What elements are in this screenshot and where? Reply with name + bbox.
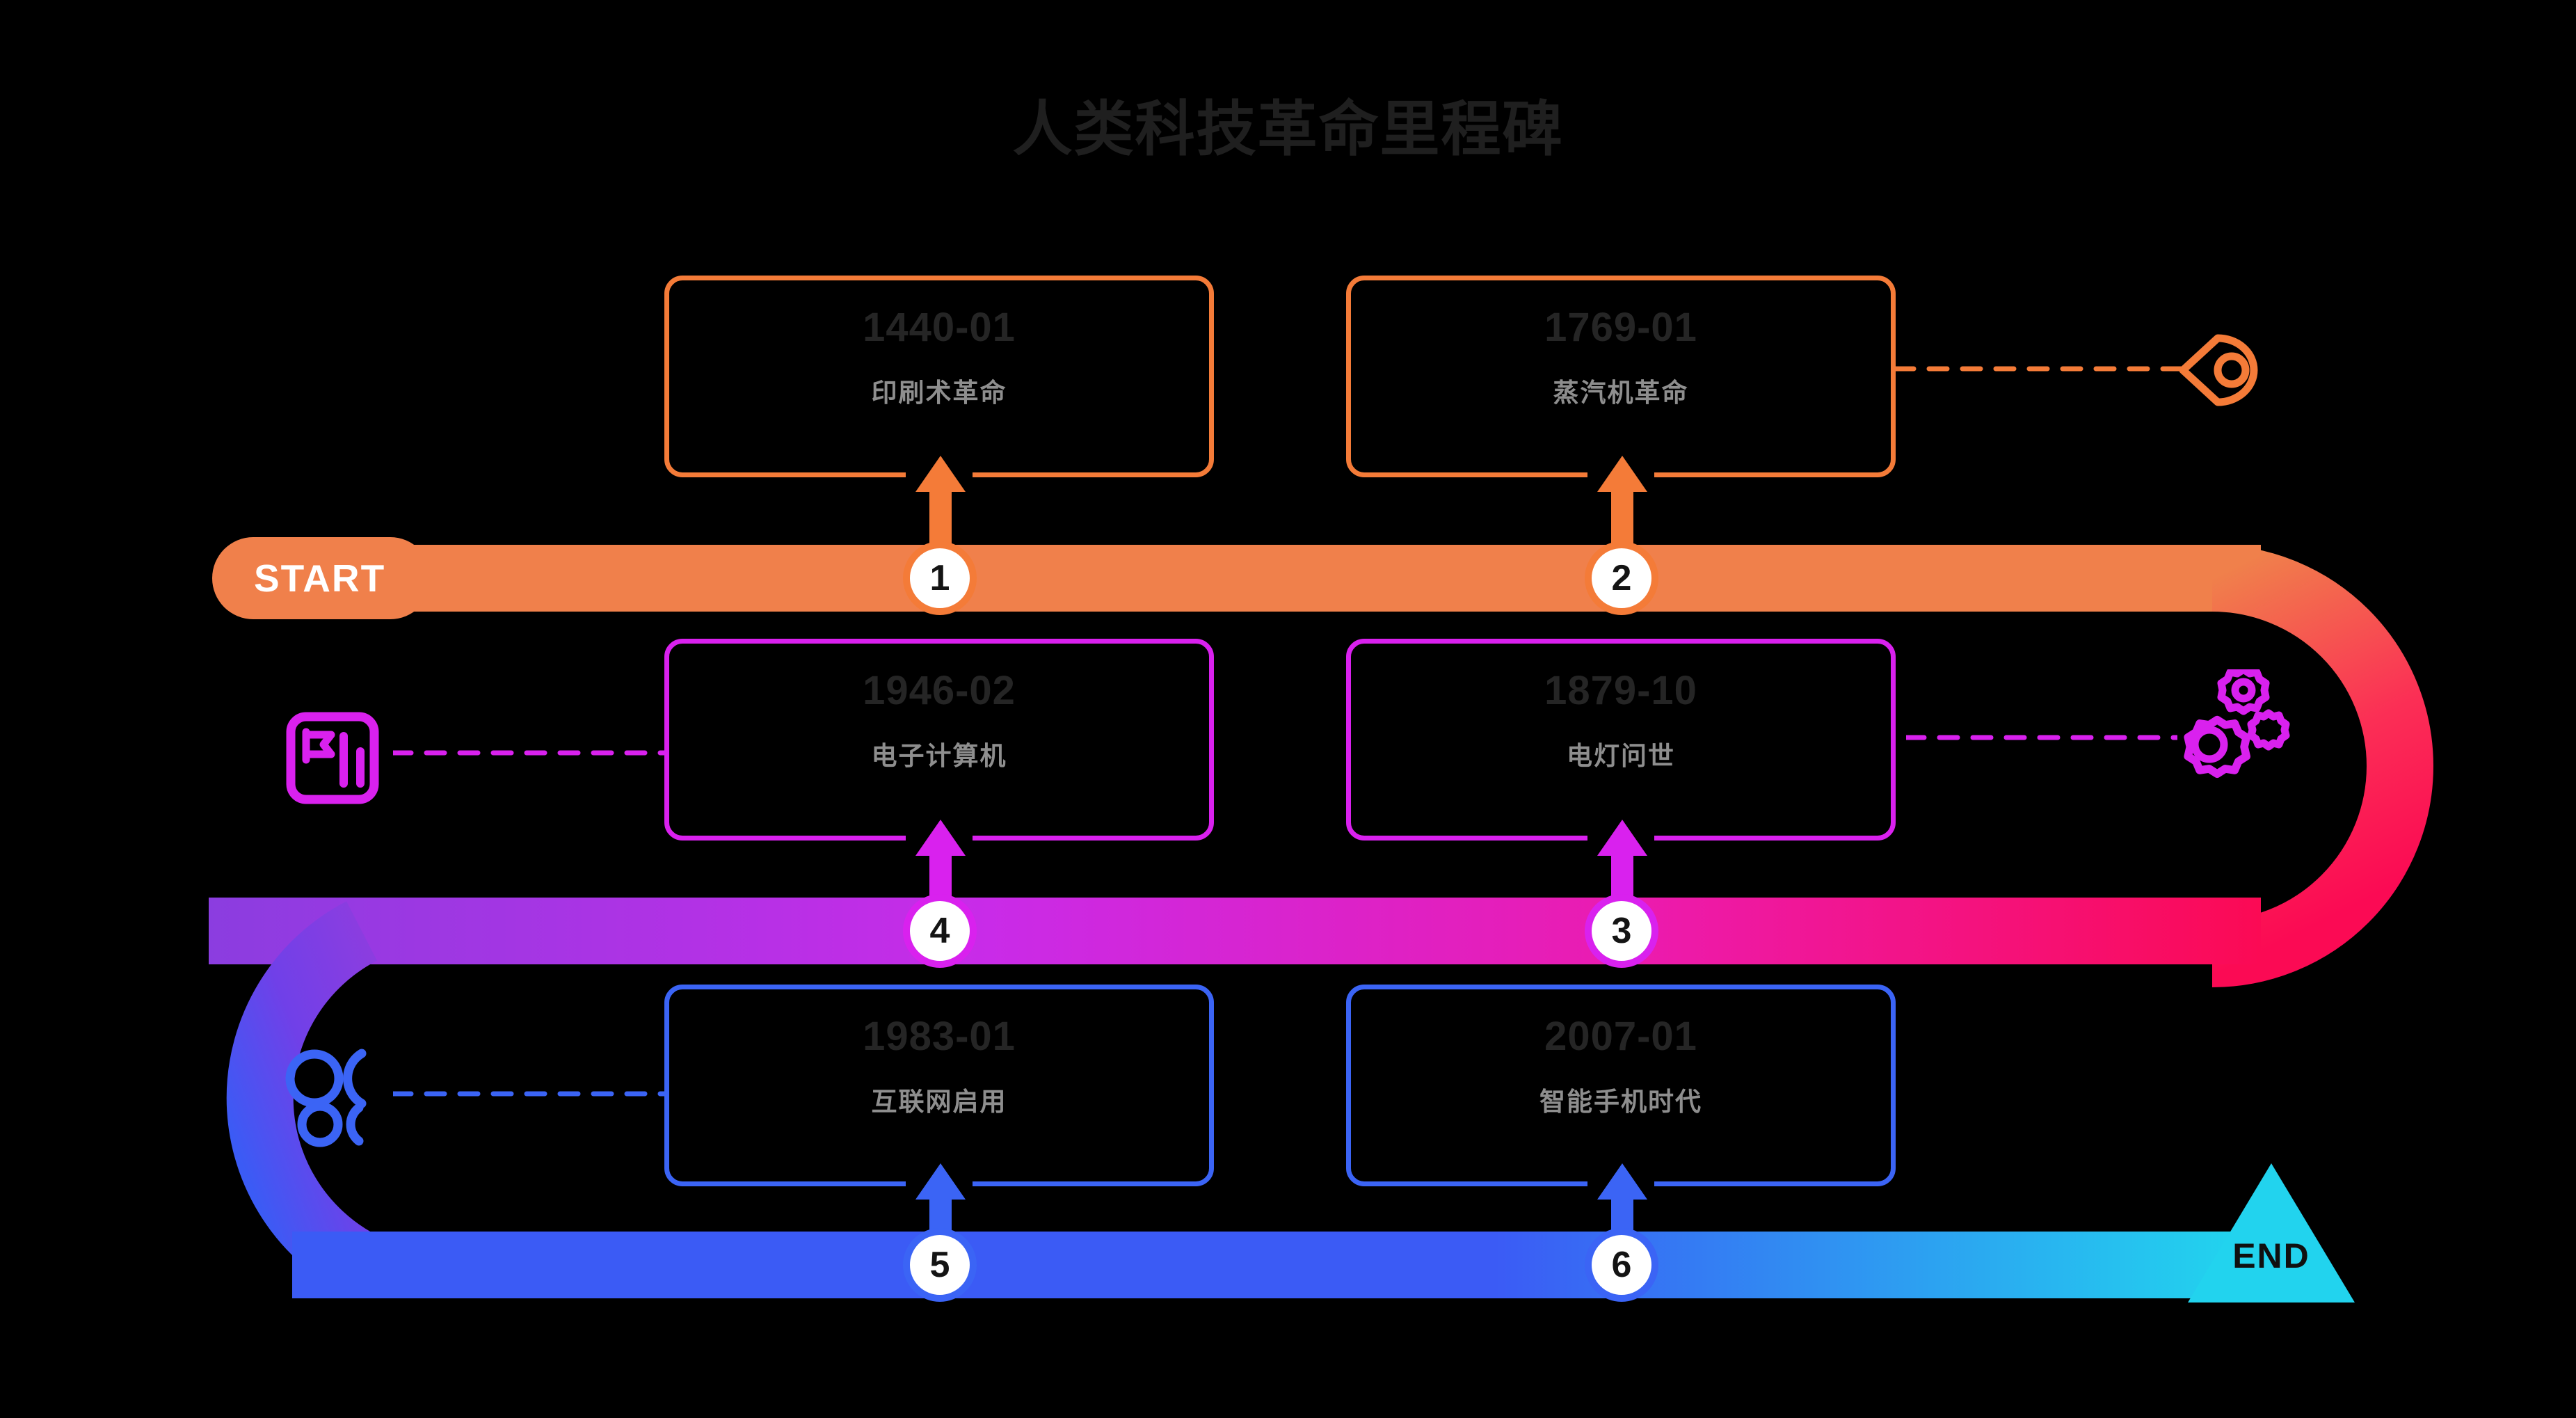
timeline-node-3[interactable]: 3 <box>1585 894 1658 968</box>
connector-arrow-2 <box>1597 456 1647 553</box>
end-label: END <box>2232 1236 2310 1275</box>
flag-chart-icon <box>286 712 379 804</box>
milestone-label: 互联网启用 <box>871 1087 1007 1116</box>
dashed-connector-bottom-left <box>393 1091 664 1097</box>
milestone-label: 印刷术革命 <box>871 378 1007 407</box>
milestone-date: 2007-01 <box>1544 1014 1697 1059</box>
gears-icon <box>2184 669 2290 779</box>
dashed-connector-middle-right <box>1906 735 2177 740</box>
milestone-label: 电灯问世 <box>1567 741 1675 770</box>
milestone-card-4[interactable]: 1946-02 电子计算机 <box>664 639 1214 841</box>
network-nodes-icon <box>285 1049 367 1147</box>
milestone-date: 1946-02 <box>863 668 1016 713</box>
node-number: 1 <box>929 558 950 598</box>
connector-arrow-6 <box>1597 1163 1647 1250</box>
milestone-card-3[interactable]: 1879-10 电灯问世 <box>1346 639 1896 841</box>
timeline-node-2[interactable]: 2 <box>1585 541 1658 615</box>
connector-arrow-5 <box>915 1163 966 1250</box>
milestone-card-2[interactable]: 1769-01 蒸汽机革命 <box>1346 276 1896 478</box>
node-number: 4 <box>929 911 950 951</box>
milestone-label: 电子计算机 <box>871 741 1007 770</box>
dashed-connector-top-right <box>1896 366 2188 372</box>
dashed-connector-middle-left <box>393 750 664 756</box>
connector-arrow-1 <box>915 456 966 553</box>
timeline-node-1[interactable]: 1 <box>903 541 977 615</box>
node-number: 6 <box>1611 1245 1632 1285</box>
timeline-node-5[interactable]: 5 <box>903 1228 977 1302</box>
milestone-date: 1879-10 <box>1544 668 1697 713</box>
node-number: 5 <box>929 1245 950 1285</box>
milestone-card-6[interactable]: 2007-01 智能手机时代 <box>1346 985 1896 1187</box>
connector-arrow-4 <box>915 820 966 914</box>
start-badge: START <box>212 537 431 619</box>
node-number: 2 <box>1611 558 1632 598</box>
connector-arrow-3 <box>1597 820 1647 914</box>
node-number: 3 <box>1611 911 1632 951</box>
start-label: START <box>254 557 386 600</box>
milestone-label: 蒸汽机革命 <box>1553 378 1689 407</box>
milestone-card-1[interactable]: 1440-01 印刷术革命 <box>664 276 1214 478</box>
milestone-date: 1769-01 <box>1544 305 1697 350</box>
page-title: 人类科技革命里程碑 <box>1012 96 1564 163</box>
milestone-card-5[interactable]: 1983-01 互联网启用 <box>664 985 1214 1187</box>
timeline-node-4[interactable]: 4 <box>903 894 977 968</box>
milestone-date: 1983-01 <box>863 1014 1016 1059</box>
milestone-date: 1440-01 <box>863 305 1016 350</box>
timeline-node-6[interactable]: 6 <box>1585 1228 1658 1302</box>
milestone-label: 智能手机时代 <box>1539 1087 1702 1116</box>
location-pin-icon <box>2179 334 2258 406</box>
end-marker: END <box>2188 1163 2355 1303</box>
